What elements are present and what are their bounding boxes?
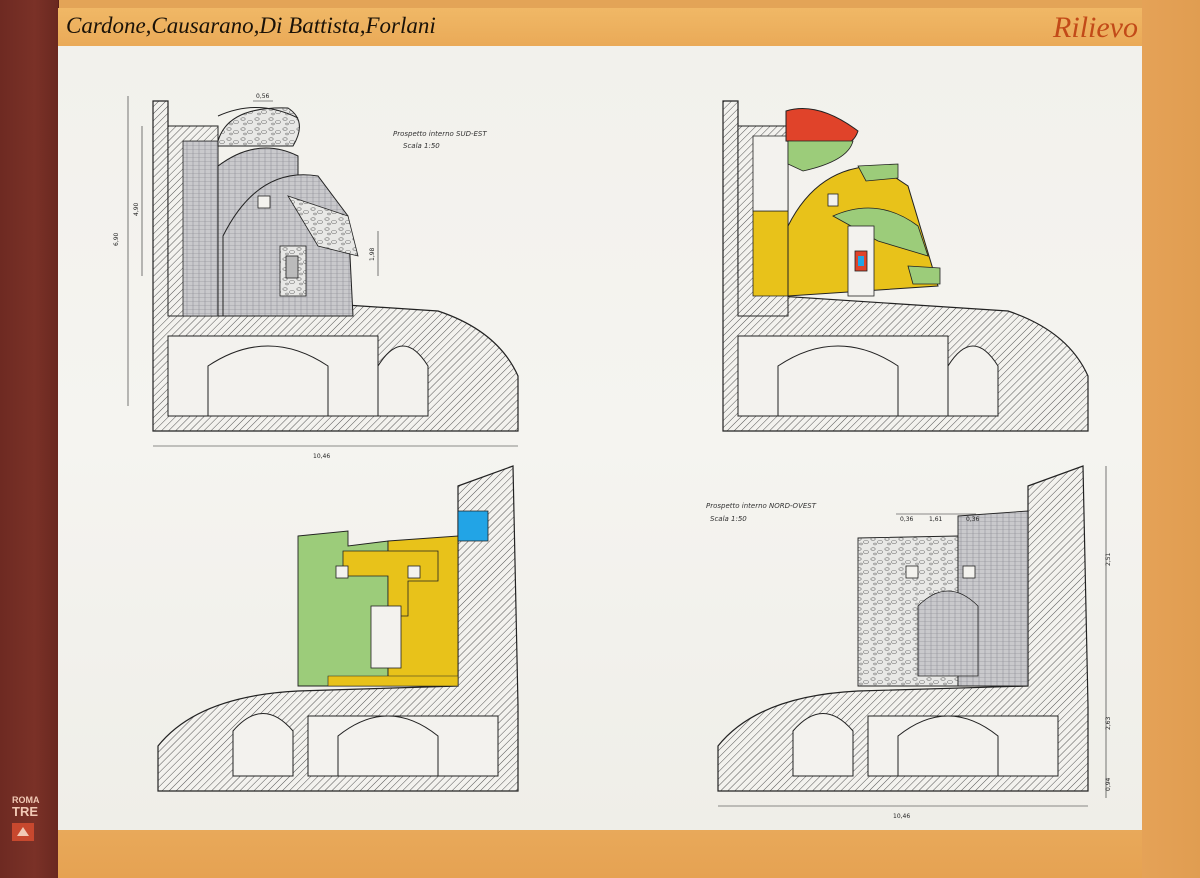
right-margin-band xyxy=(1142,0,1200,878)
drawings-canvas: 0,56 6,90 4,90 1,98 10,46 Prospetto inte… xyxy=(113,93,1112,820)
drawing-bottom-right: 0,36 1,61 0,36 2,51 2,63 0,94 10,46 Pros… xyxy=(706,465,1112,820)
drawing-top-right xyxy=(722,100,1089,432)
sidebar-watermark-text xyxy=(18,95,40,795)
authors-title: Cardone,Causarano,Di Battista,Forlani xyxy=(66,13,436,38)
logo-line-1: ROMA xyxy=(12,795,40,805)
logo-icon xyxy=(12,823,34,841)
bottom-band xyxy=(58,830,1142,878)
drawing-top-left: 0,56 6,90 4,90 1,98 10,46 Prospetto inte… xyxy=(113,93,519,460)
section-title: Rilievo xyxy=(1053,11,1138,44)
title-bar: Cardone,Causarano,Di Battista,Forlani Ri… xyxy=(58,8,1142,46)
dim-top-left-height-upper: 4,90 xyxy=(133,202,140,216)
university-logo: ROMA TRE xyxy=(12,795,46,867)
dim-top-left-height-total: 6,90 xyxy=(113,232,120,246)
drawing-sheet: 0,56 6,90 4,90 1,98 10,46 Prospetto inte… xyxy=(58,46,1142,830)
dim-bottom-right-height-mid: 2,63 xyxy=(1105,716,1112,730)
note-top-left-title: Prospetto interno SUD-EST xyxy=(393,130,487,138)
dim-bottom-right-top-right: 0,36 xyxy=(966,516,980,523)
dim-bottom-right-top-left: 0,36 xyxy=(900,516,914,523)
dim-top-left-height-right: 1,98 xyxy=(369,247,376,261)
dim-bottom-right-height-low: 0,94 xyxy=(1105,777,1112,791)
dim-top-left-top: 0,56 xyxy=(256,93,270,100)
dim-bottom-right-top-mid: 1,61 xyxy=(929,516,943,523)
sidebar-band: ROMA TRE xyxy=(0,0,59,878)
logo-line-2: TRE xyxy=(12,804,38,819)
note-bottom-right-scale: Scala 1:50 xyxy=(710,515,747,523)
note-top-left-scale: Scala 1:50 xyxy=(403,142,440,150)
dim-bottom-right-width: 10,46 xyxy=(893,813,910,820)
note-bottom-right-title: Prospetto interno NORD-OVEST xyxy=(706,502,817,510)
dim-top-left-width: 10,46 xyxy=(313,453,330,460)
drawing-bottom-left xyxy=(157,465,519,792)
dim-bottom-right-height-upper: 2,51 xyxy=(1105,552,1112,566)
